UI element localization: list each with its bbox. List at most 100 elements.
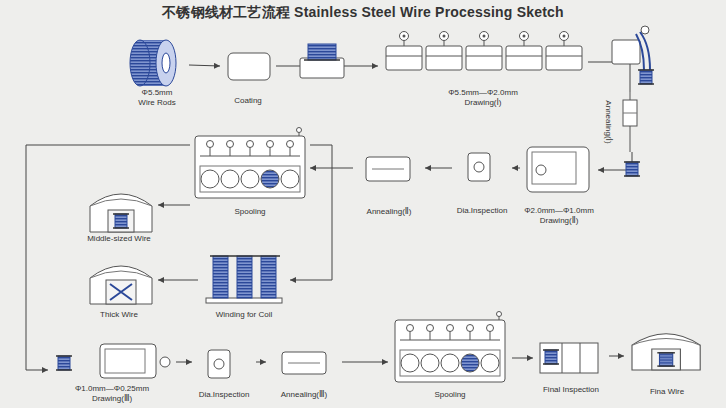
drawing-part (300, 58, 344, 78)
diameter-gauge (208, 350, 230, 378)
process-station: Φ5.5mm—Φ2.0mm Drawing(Ⅰ) (378, 28, 588, 108)
drawing-part (160, 357, 170, 367)
station-label: Annealing(Ⅲ) (266, 390, 342, 400)
drawing-part (308, 44, 336, 60)
station-label: Annealing(Ⅱ) (353, 207, 425, 217)
drawing-part (106, 280, 136, 304)
process-station: Annealing(Ⅲ) (266, 345, 342, 400)
drawing-part (90, 271, 152, 278)
process-station: Final Inspection (533, 340, 609, 395)
drawing-part (474, 162, 484, 172)
drawing-part (641, 26, 649, 34)
flow-connector (158, 280, 198, 281)
drawing-part (636, 34, 644, 70)
station-label: Φ5.5mm Wire Rods (134, 88, 180, 108)
annealing-furnace (623, 92, 637, 152)
flow-connector (256, 362, 266, 363)
title: 不锈钢线材工艺流程 Stainless Steel Wire Processin… (0, 4, 726, 22)
flow-connector (512, 358, 533, 359)
drawing-part (426, 32, 462, 71)
coil-winder (206, 256, 282, 303)
drawing-part (623, 113, 637, 114)
process-station: Annealing(Ⅰ) (598, 92, 642, 152)
station-label: Φ2.0mm—Φ1.0mm Drawing(Ⅱ) (523, 206, 595, 226)
drawing-part (261, 256, 276, 298)
drawing-part (162, 53, 170, 73)
flow-connector (512, 168, 520, 169)
drawing-part (210, 255, 280, 257)
wire-rod-coil (130, 40, 176, 86)
product-store (90, 194, 152, 232)
process-station: Winding for Coil (198, 250, 290, 320)
drawing-part (527, 147, 589, 192)
drawing-part (623, 100, 637, 126)
inspection-bench (540, 343, 598, 373)
drawing-part (304, 59, 340, 61)
spooling-machine (195, 128, 305, 199)
drawing-part (282, 352, 326, 374)
diameter-gauge (468, 153, 490, 181)
drawing-part (580, 343, 581, 373)
flow-connector (158, 205, 190, 206)
process-station: Spooling (190, 122, 310, 217)
process-station: Φ2.0mm—Φ1.0mm Drawing(Ⅱ) (520, 140, 598, 226)
station-label: Middle-sized Wire (80, 234, 158, 244)
pay-off-machine (300, 44, 344, 78)
station-label: Dia.Inspection (452, 206, 512, 216)
station-label: Thick Wire (80, 310, 158, 320)
drawing-part (214, 359, 224, 369)
drawing-part (540, 343, 598, 373)
pay-off-stand (612, 26, 654, 84)
process-station: Φ1.0mm—Φ0.25mm Drawing(Ⅲ) (48, 338, 176, 404)
flow-connector (588, 62, 630, 92)
flow-connector (425, 168, 452, 169)
drawing-part (130, 40, 150, 86)
drawing-part (543, 350, 559, 364)
drawing-part (466, 32, 502, 71)
drawing-part (612, 40, 640, 64)
take-up-spool (624, 162, 640, 176)
process-station: Coating (220, 50, 276, 106)
drawing-units (386, 32, 582, 71)
drawing-part (366, 157, 410, 181)
station-label: Coating (220, 96, 276, 106)
station-label: Fina Wire (624, 387, 710, 397)
process-station: Dia.Inspection (192, 345, 256, 400)
station-label: Spooling (388, 390, 512, 400)
process-station: Fina Wire (624, 325, 710, 397)
pay-off-spool (56, 356, 72, 370)
drawing-part (506, 32, 542, 71)
drawing-part (110, 284, 132, 300)
drawing-part (386, 32, 422, 71)
drawing-machine (527, 147, 589, 192)
station-label: Winding for Coil (198, 310, 290, 320)
annealing-furnace (282, 352, 326, 374)
drawing-machine (100, 344, 170, 378)
drawing-part (90, 266, 152, 304)
drawing-part (105, 349, 145, 373)
drawing-part (536, 165, 546, 175)
drawing-part (532, 152, 576, 184)
process-station: Dia.Inspection (452, 150, 512, 216)
process-station: Annealing(Ⅱ) (353, 150, 425, 217)
drawing-part (546, 32, 582, 71)
station-label: Dia.Inspection (192, 390, 256, 400)
product-store (632, 334, 700, 370)
drawing-part (638, 70, 654, 84)
drawing-part (100, 344, 156, 378)
drawing-part (208, 350, 230, 378)
coating-box (228, 53, 270, 80)
process-station: Thick Wire (80, 258, 158, 320)
flow-connector (176, 362, 192, 363)
process-station: Φ5.5mm Wire Rods (125, 28, 189, 108)
drawing-part (237, 256, 252, 298)
annealing-furnace (366, 157, 410, 181)
flow-connector (189, 65, 220, 66)
drawing-part (468, 153, 490, 181)
drawing-part (213, 256, 228, 298)
drawing-part (288, 363, 320, 364)
process-station: Spooling (388, 308, 512, 400)
flow-connector (26, 145, 190, 370)
drawing-part (372, 169, 404, 170)
